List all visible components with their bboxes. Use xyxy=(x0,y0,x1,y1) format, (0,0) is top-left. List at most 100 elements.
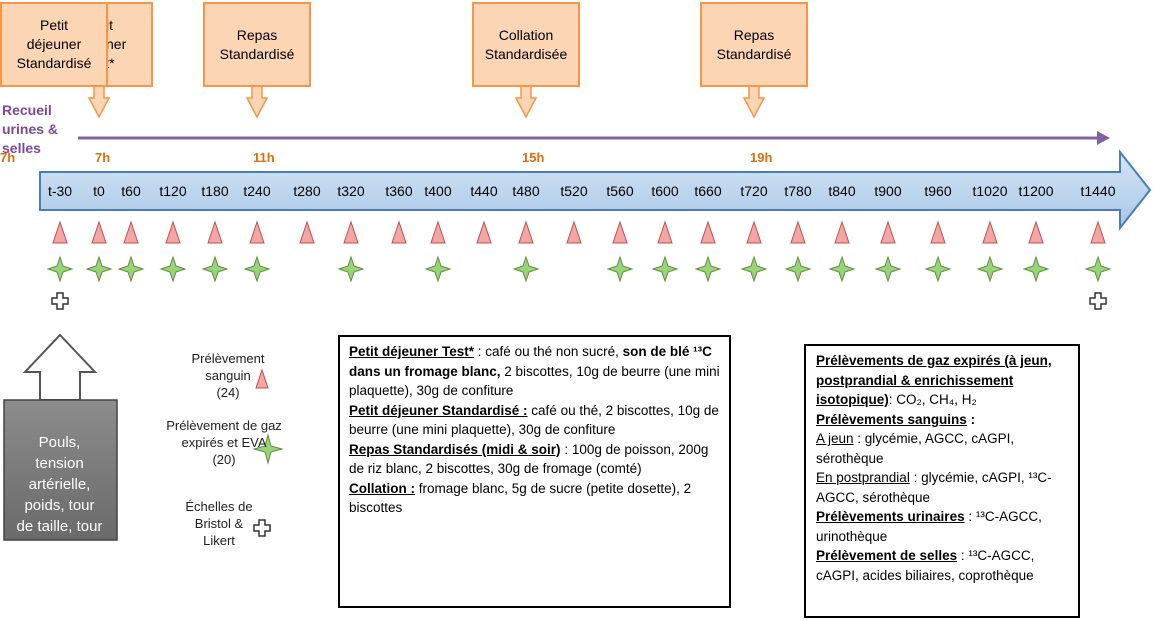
blood-sample-triangle-icon xyxy=(746,220,762,244)
meal-down-arrow xyxy=(514,85,538,119)
fasting-paragraph: A jeun : glycémie, AGCC, cAGPI, sérothèq… xyxy=(816,429,1069,468)
std-breakfast-paragraph: Petit déjeuner Standardisé : café ou thé… xyxy=(349,401,720,440)
timepoint-label: t320 xyxy=(337,183,365,199)
blood-sample-triangle-icon xyxy=(657,220,673,244)
hour-label: 7h xyxy=(0,150,16,165)
urine-paragraph: Prélèvements urinaires : ¹³C-AGCC, urino… xyxy=(816,507,1069,546)
meal-box: Collation Standardisée xyxy=(472,2,580,87)
timepoint-label: t660 xyxy=(694,183,722,199)
blood-sample-triangle-icon xyxy=(91,220,107,244)
blood-sample-triangle-icon xyxy=(343,220,359,244)
snack-text: fromage blanc, 5g de sucre (petite doset… xyxy=(349,480,692,516)
timepoint-label: t780 xyxy=(784,183,812,199)
gas-sample-star-icon xyxy=(874,255,902,283)
gas-sample-star-icon xyxy=(828,255,856,283)
legend-gas-label: Prélèvement de gaz expirés et EVA (20) xyxy=(166,418,282,467)
snack-paragraph: Collation : fromage blanc, 5g de sucre (… xyxy=(349,479,720,518)
blood-sample-triangle-icon xyxy=(518,220,534,244)
gas-sample-star-icon xyxy=(512,255,540,283)
std-breakfast-text: café ou thé, 2 biscottes, 10g de beurre … xyxy=(349,402,719,438)
fasting-text: : glycémie, AGCC, cAGPI, sérothèque xyxy=(816,431,1015,466)
vital-signs-box xyxy=(3,333,118,541)
blood-sample-triangle-icon xyxy=(299,220,315,244)
gas-sample-star-icon xyxy=(201,255,229,283)
gas-sample-star-icon xyxy=(924,255,952,283)
gas-sample-star-icon xyxy=(1022,255,1050,283)
scale-cross-icon xyxy=(51,292,69,310)
meals-title: Repas Standardisés (midi & soir) xyxy=(349,441,561,457)
timepoint-label: t480 xyxy=(512,183,540,199)
meal-box: Repas Standardisé xyxy=(203,2,311,87)
hour-label: 11h xyxy=(253,150,275,165)
blood-sample-triangle-icon xyxy=(123,220,139,244)
blood-title: Prélèvements sanguins xyxy=(816,411,967,427)
timepoint-label: t560 xyxy=(606,183,634,199)
meal-down-arrow xyxy=(742,85,766,119)
blood-sample-triangle-icon xyxy=(700,220,716,244)
std-breakfast-title: Petit déjeuner Standardisé : xyxy=(349,402,528,418)
blood-sample-triangle-icon xyxy=(566,220,582,244)
timepoint-label: t280 xyxy=(293,183,321,199)
postprandial-label: En postprandial xyxy=(816,470,910,485)
gas-sample-star-icon xyxy=(46,255,74,283)
snack-title: Collation : xyxy=(349,480,415,496)
gas-sample-star-icon xyxy=(117,255,145,283)
gas-sample-star-icon xyxy=(243,255,271,283)
postprandial-paragraph: En postprandial : glycémie, cAGPI, ¹³C-A… xyxy=(816,468,1069,507)
blood-sample-triangle-icon xyxy=(391,220,407,244)
timepoint-label: t840 xyxy=(828,183,856,199)
gas-sample-star-icon xyxy=(1084,255,1112,283)
legend-gas-star-icon xyxy=(252,433,284,465)
timepoint-label: t400 xyxy=(424,183,452,199)
test-breakfast-text: : café ou thé non sucré, xyxy=(474,344,623,359)
blood-sample-triangle-icon xyxy=(207,220,223,244)
timepoint-label: t-30 xyxy=(47,183,73,199)
timepoint-label: t960 xyxy=(924,183,952,199)
gas-text: : CO₂, CH₄, H₂ xyxy=(888,392,977,407)
meals-paragraph: Repas Standardisés (midi & soir) : 100g … xyxy=(349,440,720,479)
stool-title: Prélèvement de selles xyxy=(816,548,958,563)
meal-down-arrow xyxy=(87,85,111,119)
blood-sample-triangle-icon xyxy=(612,220,628,244)
blood-sample-triangle-icon xyxy=(1028,220,1044,244)
hour-label: 19h xyxy=(750,150,773,165)
gas-sample-star-icon xyxy=(694,255,722,283)
legend-blood-triangle-icon xyxy=(255,368,269,389)
meal-box: Repas Standardisé xyxy=(700,2,808,87)
blood-sample-triangle-icon xyxy=(982,220,998,244)
timepoint-label: t120 xyxy=(159,183,187,199)
blood-sample-triangle-icon xyxy=(1090,220,1106,244)
sampling-description-box: Prélèvements de gaz expirés (à jeun, pos… xyxy=(804,344,1080,618)
timepoint-label: t1440 xyxy=(1080,183,1116,199)
postprandial-text: : glycémie, cAGPI, ¹³C-AGCC, sérothèque xyxy=(816,470,1052,505)
blood-sample-triangle-icon xyxy=(476,220,492,244)
test-breakfast-bold: son de blé ¹³C dans un fromage blanc, xyxy=(349,344,712,379)
meal-down-arrow xyxy=(245,85,269,119)
gas-paragraph: Prélèvements de gaz expirés (à jeun, pos… xyxy=(816,351,1069,410)
blood-sample-triangle-icon xyxy=(834,220,850,244)
hour-label: 15h xyxy=(522,150,545,165)
blood-sample-triangle-icon xyxy=(930,220,946,244)
fasting-label: A jeun xyxy=(816,431,854,446)
legend-scale-cross-icon xyxy=(253,519,271,537)
legend-blood-label: Prélèvement sanguin (24) xyxy=(191,351,265,400)
gas-sample-star-icon xyxy=(424,255,452,283)
diet-description-box: Petit déjeuner Test* : café ou thé non s… xyxy=(338,335,731,608)
timepoint-label: t60 xyxy=(121,183,141,199)
timepoint-label: t720 xyxy=(740,183,768,199)
gas-title: Prélèvements de gaz expirés (à jeun, pos… xyxy=(816,353,1052,407)
blood-sample-triangle-icon xyxy=(249,220,265,244)
vital-signs-text: Pouls, tension artérielle, poids, tour d… xyxy=(16,434,103,556)
stool-text: : ¹³C-AGCC, cAGPI, acides biliaires, cop… xyxy=(816,548,1035,583)
timepoint-label: t900 xyxy=(874,183,902,199)
test-breakfast-title: Petit déjeuner Test* xyxy=(349,344,475,359)
urine-text: : ¹³C-AGCC, urinothèque xyxy=(816,509,1042,544)
blood-paragraph: Prélèvements sanguins : xyxy=(816,410,1069,430)
timepoint-label: t240 xyxy=(243,183,271,199)
timepoint-label: t520 xyxy=(560,183,588,199)
timepoint-label: t180 xyxy=(201,183,229,199)
blood-sample-triangle-icon xyxy=(430,220,446,244)
gas-sample-star-icon xyxy=(606,255,634,283)
gas-sample-star-icon xyxy=(976,255,1004,283)
